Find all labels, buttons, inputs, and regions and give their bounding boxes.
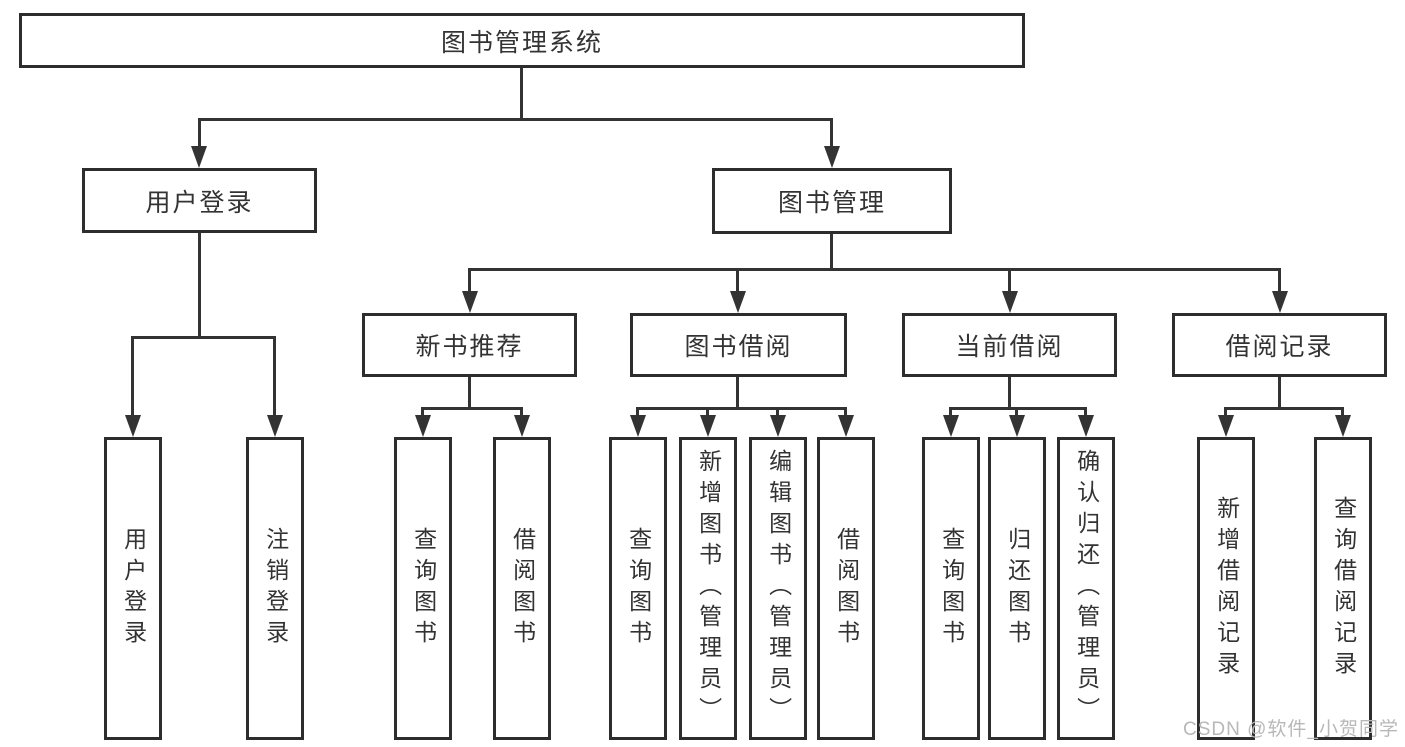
- leaf-rec-query-book: 查询图书: [394, 437, 452, 740]
- connector-br-query-drop: [1341, 407, 1344, 417]
- connector-bb-add-drop: [706, 407, 709, 417]
- arrowhead-br-add-icon: [1218, 415, 1234, 437]
- leaf-user-login: 用户登录: [104, 437, 162, 740]
- arrowhead-leaf-logout-icon: [267, 415, 283, 437]
- connector-cb-return-drop: [1015, 407, 1018, 417]
- arrowhead-bb-edit-icon: [770, 415, 786, 437]
- connector-bb-leaves-rail: [636, 407, 847, 410]
- node-new-book-rec: 新书推荐: [362, 313, 577, 377]
- connector-rec-leaves-rail: [421, 407, 523, 410]
- connector-level1-rail: [198, 118, 833, 121]
- leaf-bb-add-book: 新增图书（管理员）: [679, 437, 737, 740]
- node-book-borrow: 图书借阅: [630, 313, 847, 377]
- connector-book-borrow-stem: [736, 377, 739, 407]
- leaf-bb-borrow-book: 借阅图书: [817, 437, 875, 740]
- arrowhead-book-borrow-icon: [730, 291, 746, 313]
- connector-leaf-logout-drop: [273, 336, 276, 416]
- leaf-cb-query-book: 查询图书: [922, 437, 980, 740]
- connector-cb-confirm-drop: [1084, 407, 1087, 417]
- connector-book-borrow-drop: [736, 268, 739, 292]
- connector-level2-rail: [468, 268, 1281, 271]
- csdn-watermark: CSDN @软件_小贺同学: [1183, 719, 1399, 740]
- connector-br-leaves-rail: [1224, 407, 1344, 410]
- arrowhead-borrow-records-icon: [1272, 291, 1288, 313]
- node-root: 图书管理系统: [19, 13, 1025, 68]
- leaf-cb-confirm-return: 确认归还（管理员）: [1057, 437, 1115, 740]
- leaf-cb-return-book: 归还图书: [988, 437, 1046, 740]
- connector-cb-leaves-rail: [949, 407, 1087, 410]
- leaf-bb-edit-book: 编辑图书（管理员）: [749, 437, 807, 740]
- leaf-bb-query-book: 查询图书: [609, 437, 667, 740]
- arrowhead-rec-query-icon: [415, 415, 431, 437]
- connector-leaf-user-login-drop: [131, 336, 134, 416]
- connector-user-login-drop: [198, 118, 201, 148]
- node-user-login: 用户登录: [82, 168, 317, 233]
- connector-rec-query-drop: [421, 407, 424, 417]
- node-current-borrow: 当前借阅: [902, 313, 1117, 377]
- arrowhead-cb-return-icon: [1009, 415, 1025, 437]
- connector-user-leaves-rail: [131, 336, 276, 339]
- connector-current-borrow-drop: [1008, 268, 1011, 292]
- connector-borrow-records-drop: [1278, 268, 1281, 292]
- arrowhead-user-login-icon: [191, 146, 207, 168]
- connector-bb-borrow-drop: [844, 407, 847, 417]
- node-book-mgmt: 图书管理: [712, 168, 952, 234]
- connector-current-borrow-stem: [1008, 377, 1011, 407]
- connector-new-book-rec-stem: [468, 377, 471, 407]
- connector-root-stem: [520, 68, 523, 118]
- arrowhead-br-query-icon: [1335, 415, 1351, 437]
- connector-book-mgmt-stem: [830, 234, 833, 268]
- leaf-rec-borrow-book: 借阅图书: [493, 437, 551, 740]
- arrowhead-bb-add-icon: [700, 415, 716, 437]
- connector-borrow-records-stem: [1278, 377, 1281, 407]
- leaf-logout: 注销登录: [246, 437, 304, 740]
- connector-user-login-stem: [198, 233, 201, 336]
- arrowhead-new-book-rec-icon: [462, 291, 478, 313]
- arrowhead-leaf-user-login-icon: [125, 415, 141, 437]
- connector-new-book-rec-drop: [468, 268, 471, 292]
- arrowhead-current-borrow-icon: [1002, 291, 1018, 313]
- arrowhead-cb-query-icon: [943, 415, 959, 437]
- connector-cb-query-drop: [949, 407, 952, 417]
- arrowhead-bb-borrow-icon: [838, 415, 854, 437]
- connector-br-add-drop: [1224, 407, 1227, 417]
- connector-bb-query-drop: [636, 407, 639, 417]
- arrowhead-book-mgmt-icon: [824, 146, 840, 168]
- arrowhead-rec-borrow-icon: [514, 415, 530, 437]
- leaf-br-query-record: 查询借阅记录: [1314, 437, 1372, 740]
- connector-rec-borrow-drop: [520, 407, 523, 417]
- connector-bb-edit-drop: [776, 407, 779, 417]
- node-borrow-records: 借阅记录: [1172, 313, 1387, 377]
- connector-book-mgmt-drop: [830, 118, 833, 148]
- leaf-br-add-record: 新增借阅记录: [1197, 437, 1255, 740]
- arrowhead-cb-confirm-icon: [1078, 415, 1094, 437]
- arrowhead-bb-query-icon: [630, 415, 646, 437]
